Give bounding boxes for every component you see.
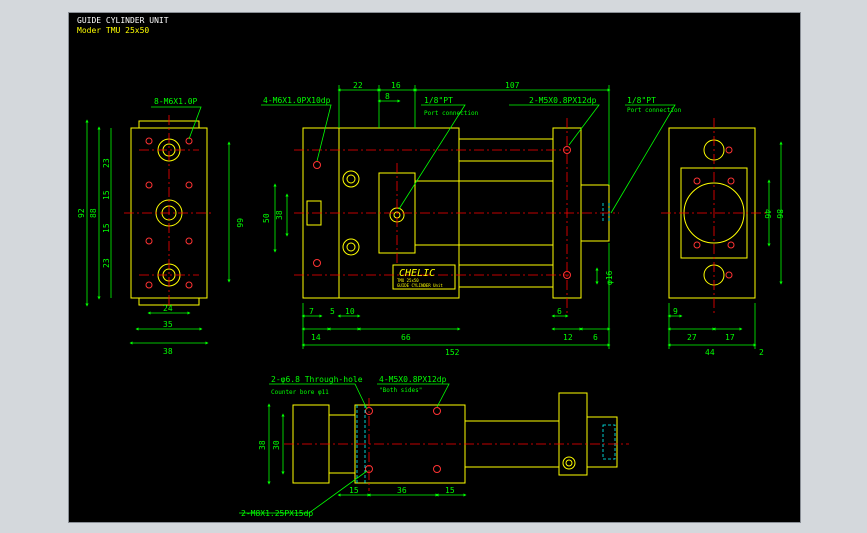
front-dim-23b: 23 [102, 258, 111, 268]
side-view-nameplate-text: CHELIC TMU 25x50 GUIDE CYLINDER Unit [397, 268, 443, 288]
side-view-dim-text: 4-M6X1.0PX10dp 1/8"PT Port connection 2-… [262, 81, 614, 357]
side-dim-10: 10 [345, 307, 355, 316]
side-dim-6a: 6 [557, 307, 562, 316]
bottom-dim-30: 30 [272, 440, 281, 450]
side-view-centerlines [294, 118, 619, 313]
front-view-dim-text: 8-M6X1.0P 92 88 23 15 15 23 66 24 35 38 [77, 97, 244, 356]
right-dim-17: 17 [725, 333, 735, 342]
bottom-callout-tap-bottom: 2-M8X1.25PX15dp [241, 509, 313, 518]
side-dim-22: 22 [353, 81, 363, 90]
right-dim-9: 9 [673, 307, 678, 316]
side-callout-port-note: Port connection [424, 110, 479, 117]
bottom-dim-15b: 15 [445, 486, 455, 495]
right-view-dimensions [610, 104, 783, 349]
side-dim-rod-dia: φ16 [605, 270, 614, 285]
right-view-dim-text: 1/8"PT Port connection 46 86 9 27 17 44 … [627, 96, 784, 357]
side-dim-14: 14 [311, 333, 321, 342]
side-dim-5: 5 [330, 307, 335, 316]
front-view-centerlines [124, 115, 214, 313]
side-dim-8: 8 [385, 92, 390, 101]
side-dim-152: 152 [445, 348, 460, 357]
front-dim-23a: 23 [102, 158, 111, 168]
front-dim-88: 88 [89, 208, 98, 218]
bottom-view [292, 392, 618, 484]
bottom-view-dimensions [239, 383, 467, 514]
nameplate-model: TMU 25x50 [397, 278, 419, 283]
right-view-centerlines [661, 118, 769, 313]
side-dim-38: 38 [275, 210, 284, 220]
side-dim-66: 66 [401, 333, 411, 342]
right-dim-46: 46 [763, 209, 772, 219]
right-dim-2: 2 [759, 348, 764, 357]
nameplate-brand: CHELIC [399, 268, 435, 279]
bottom-view-centerlines [284, 398, 629, 491]
bottom-view-hidden-lines [356, 405, 616, 483]
front-dim-15a: 15 [102, 190, 111, 200]
right-callout-port: 1/8"PT [627, 96, 656, 105]
bottom-view-dim-text: 2-φ6.8 Through-hole Counter bore φ11 4-M… [241, 375, 455, 518]
side-view-lower-guide-rod [458, 264, 554, 288]
front-dim-24: 24 [163, 304, 173, 313]
bottom-callout-hole-note: Counter bore φ11 [271, 389, 329, 396]
nameplate-desc: GUIDE CYLINDER Unit [397, 283, 443, 288]
right-dim-44: 44 [705, 348, 715, 357]
bottom-callout-tap-note: "Both sides" [379, 387, 422, 394]
technical-drawing: 8-M6X1.0P 92 88 23 15 15 23 66 24 35 38 [77, 81, 784, 518]
side-dim-6b: 6 [593, 333, 598, 342]
side-dim-107: 107 [505, 81, 520, 90]
drawing-model: Moder TMU 25x50 [77, 26, 150, 35]
side-callout-port: 1/8"PT [424, 96, 453, 105]
front-callout: 8-M6X1.0P [154, 97, 198, 106]
bottom-dim-36: 36 [397, 486, 407, 495]
front-view-dimensions [85, 106, 231, 345]
side-callout-right: 2-M5X0.8PX12dp [529, 96, 597, 105]
front-dim-92: 92 [77, 208, 86, 218]
cad-viewport[interactable]: GUIDE CYLINDER UNIT Moder TMU 25x50 [68, 12, 801, 523]
front-dim-66: 66 [235, 218, 244, 228]
bottom-dim-15a: 15 [349, 486, 359, 495]
side-dim-12: 12 [563, 333, 573, 342]
side-dim-16: 16 [391, 81, 401, 90]
side-dim-50: 50 [262, 213, 271, 223]
bottom-callout-tap: 4-M5X0.8PX12dp [379, 375, 447, 384]
right-dim-86: 86 [775, 209, 784, 219]
right-dim-27: 27 [687, 333, 697, 342]
side-view-dimensions [261, 85, 611, 349]
bottom-callout-hole: 2-φ6.8 Through-hole [271, 375, 363, 384]
side-callout-left: 4-M6X1.0PX10dp [263, 96, 331, 105]
side-view-nameplate [392, 264, 456, 290]
front-dim-38: 38 [163, 347, 173, 356]
bottom-dim-38: 38 [258, 440, 267, 450]
front-dim-15b: 15 [102, 223, 111, 233]
right-callout-port-note: Port connection [627, 107, 682, 114]
front-dim-35: 35 [163, 320, 173, 329]
drawing-title: GUIDE CYLINDER UNIT [77, 16, 169, 25]
bottom-view-rod-end [586, 416, 618, 468]
side-dim-7: 7 [309, 307, 314, 316]
